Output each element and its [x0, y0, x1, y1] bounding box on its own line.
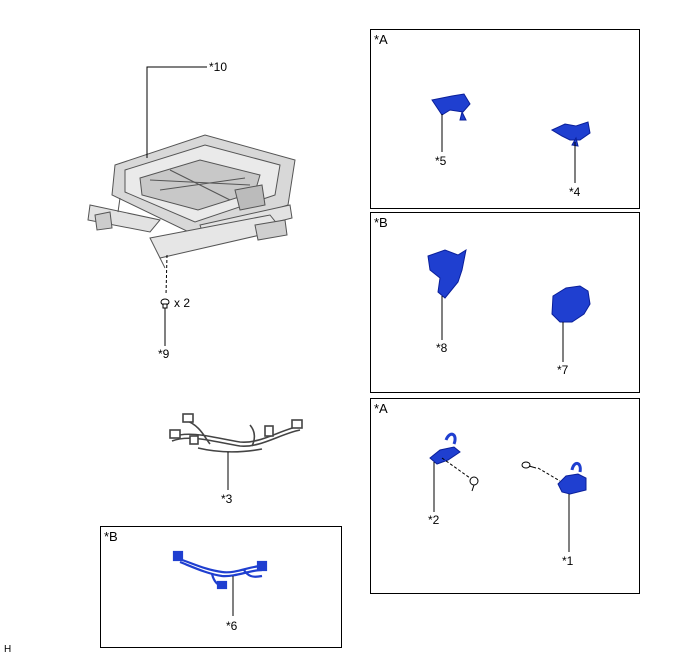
blue-wire-harness-6: [172, 550, 268, 590]
callout-1: *1: [562, 554, 574, 568]
blue-bracket-2: [429, 432, 461, 465]
callout-4: *4: [569, 185, 581, 199]
seat-frame-illustration: [87, 134, 296, 269]
panel-a-top: *A: [370, 29, 640, 209]
callout-7: *7: [557, 363, 569, 377]
blue-bracket-8: [427, 248, 467, 299]
panel-tag: *A: [374, 32, 388, 47]
callout-8: *8: [436, 341, 448, 355]
blue-bracket-1: [557, 462, 587, 495]
panel-tag: *B: [374, 215, 388, 230]
leader-line-10: [146, 66, 207, 158]
screw-icon: [521, 461, 537, 469]
panel-tag: *A: [374, 401, 388, 416]
callout-9: *9: [158, 347, 170, 361]
callout-10: *10: [209, 60, 228, 74]
screw-icon: [469, 476, 479, 492]
blue-bracket-7: [551, 285, 591, 323]
figure-code: H: [4, 644, 12, 655]
panel-tag: *B: [104, 529, 118, 544]
blue-bracket-5: [431, 93, 471, 121]
callout-3: *3: [221, 492, 233, 506]
callout-5: *5: [435, 154, 447, 168]
panel-a-bottom: *A: [370, 398, 640, 594]
panel-b-middle: *B: [370, 212, 640, 393]
callout-2: *2: [428, 513, 440, 527]
blue-bracket-4: [550, 121, 591, 147]
quantity-label: x 2: [174, 296, 191, 310]
wire-harness-illustration: [169, 413, 303, 453]
callout-6: *6: [226, 619, 238, 633]
clip-icon: [160, 298, 170, 309]
